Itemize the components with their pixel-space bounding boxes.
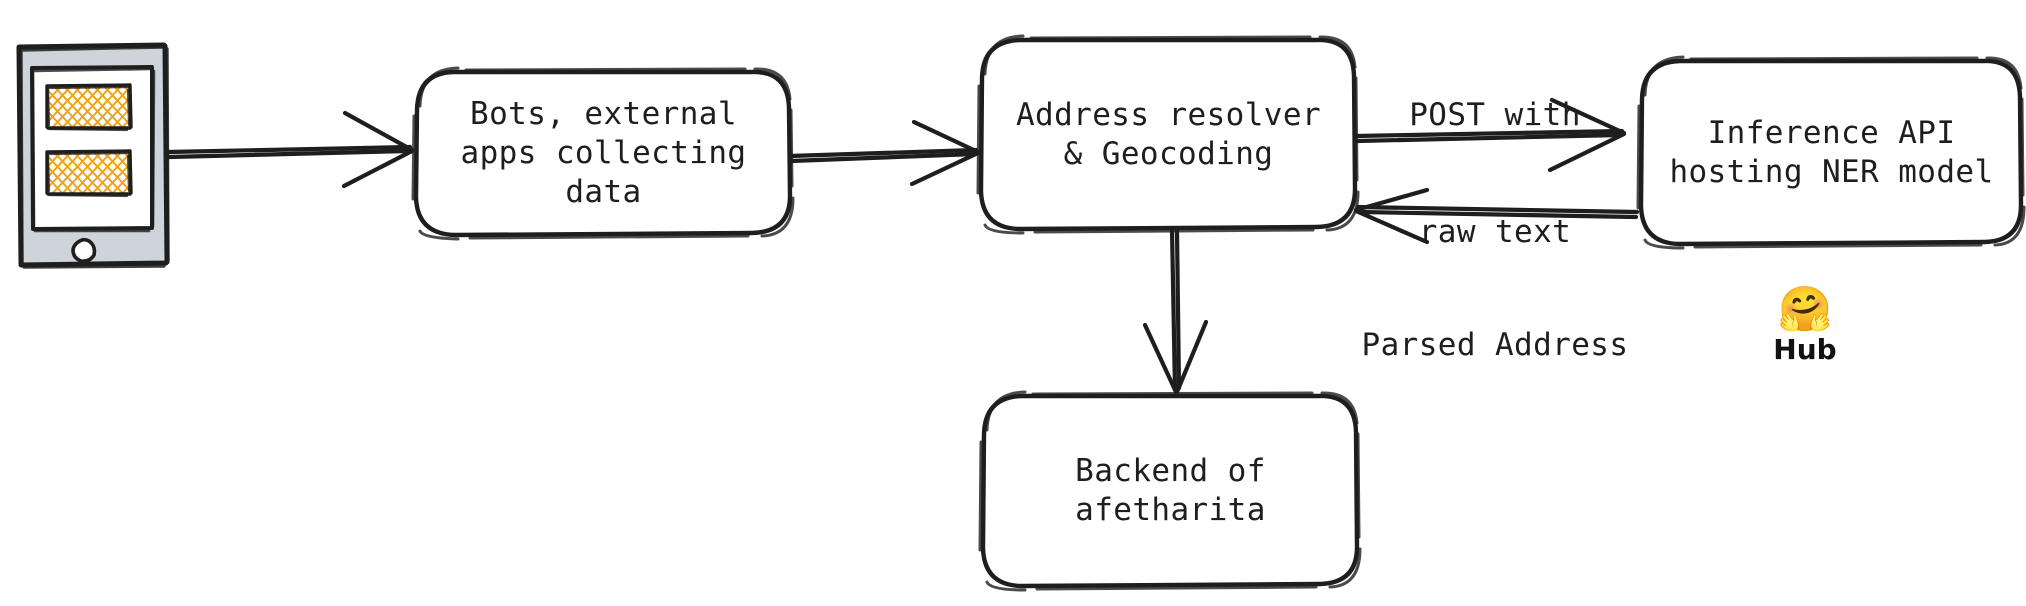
- phone-content-block-2: [45, 149, 133, 198]
- node-inference-api[interactable]: [1636, 55, 2026, 250]
- edge-device-to-bots: [165, 110, 415, 189]
- hub-logo-text: Hub: [1773, 333, 1837, 366]
- edge-label-parsed-address: Parsed Address: [1355, 248, 1635, 443]
- edge-label-line: POST with: [1409, 97, 1581, 133]
- node-bots-external-apps[interactable]: [411, 66, 795, 241]
- node-address-resolver[interactable]: [976, 34, 1360, 235]
- edge-inference-to-resolver: [1353, 187, 1640, 245]
- edge-bots-to-resolver: [787, 119, 981, 187]
- phone-home-button-icon: [71, 237, 97, 263]
- phone-content-block-1: [45, 83, 133, 132]
- edge-resolver-to-backend: [1142, 226, 1209, 395]
- node-backend-afetharita[interactable]: [978, 390, 1362, 592]
- mobile-phone-icon: [16, 42, 170, 269]
- huggingface-hub-logo: 🤗 Hub: [1745, 288, 1865, 365]
- edge-label-line: raw text: [1418, 214, 1572, 250]
- edge-label-line: Parsed Address: [1361, 327, 1629, 363]
- edge-resolver-to-inference: [1353, 97, 1627, 173]
- hugging-face-emoji-icon: 🤗: [1777, 284, 1833, 335]
- edge-label-post-with-raw-text: POST with raw text: [1370, 18, 1620, 330]
